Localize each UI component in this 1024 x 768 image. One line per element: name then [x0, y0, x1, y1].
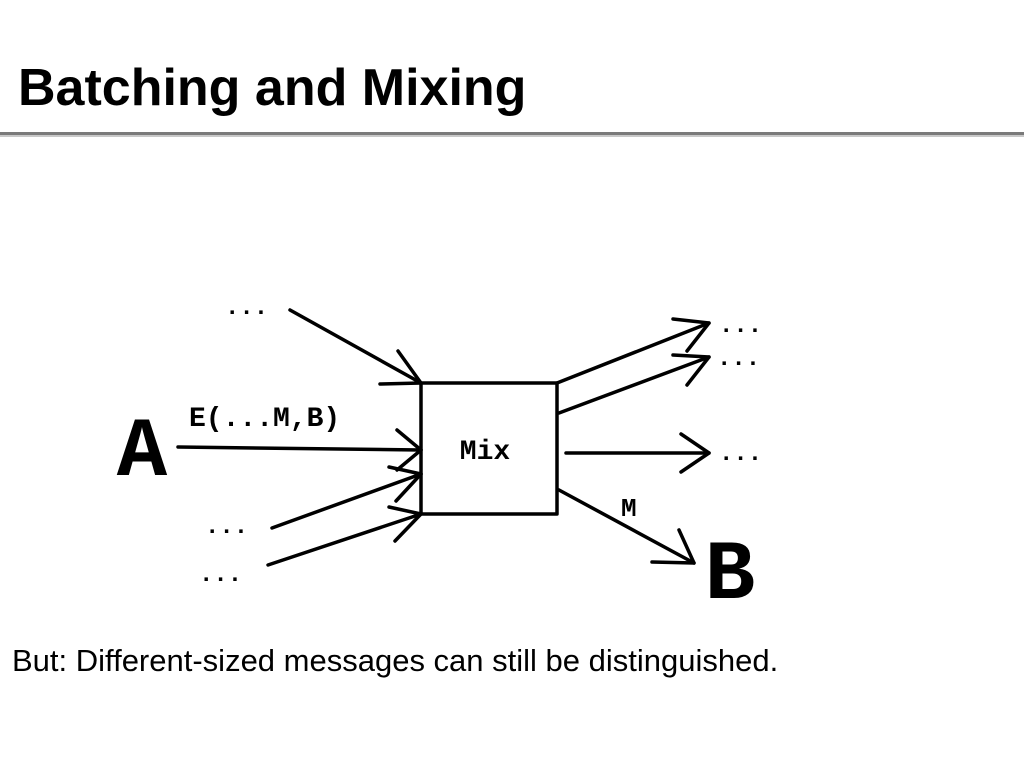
receiver-b-label: B [705, 529, 755, 624]
ellipsis-input-lower-2: ... [199, 562, 242, 589]
ellipsis-output-middle: ... [719, 441, 762, 468]
ellipsis-input-top: ... [225, 295, 268, 322]
ellipsis-output-top-1: ... [719, 313, 762, 340]
mix-label: Mix [460, 437, 511, 468]
sender-a-label: A [117, 406, 168, 501]
ellipsis-input-lower-1: ... [205, 514, 248, 541]
input-arrow-lower-1 [270, 465, 423, 530]
output-arrow-to-b [557, 488, 696, 565]
output-arrow-middle [564, 432, 711, 474]
input-arrow-lower-2 [266, 505, 423, 567]
output-arrow-top-2 [557, 353, 711, 415]
title-divider [0, 132, 1024, 137]
output-arrow-top-1 [555, 317, 711, 385]
input-arrow-from-a [176, 428, 423, 472]
ellipsis-output-top-2: ... [717, 346, 760, 373]
slide-title: Batching and Mixing [18, 59, 527, 117]
input-message-label: E(...M,B) [189, 404, 340, 435]
output-message-label: M [621, 494, 637, 524]
input-arrow-top [288, 308, 423, 386]
slide-caption: But: Different-sized messages can still … [12, 643, 779, 678]
